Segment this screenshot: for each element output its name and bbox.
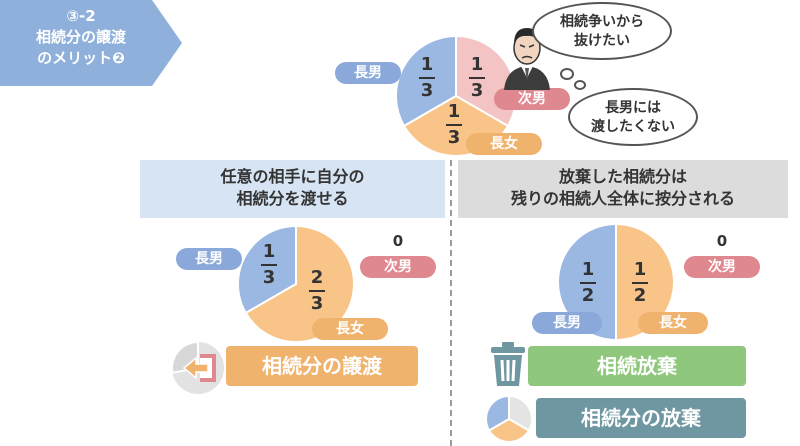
thought-dot: [574, 80, 586, 90]
left-pie-chart: [237, 224, 355, 343]
right-panel-heading: 放棄した相続分は 残りの相続人全体に按分される: [458, 160, 788, 218]
renounce-share-label: 相続分の放棄: [536, 398, 746, 438]
left-label-eldest-daughter: 長女: [312, 318, 388, 340]
left-label-second-son: 次男: [360, 256, 436, 278]
title-line-2: 相続分の譲渡: [35, 28, 126, 46]
title-line-3: のメリット❷: [37, 49, 125, 67]
top-label-second-son: 次男: [494, 88, 570, 110]
left-panel-heading: 任意の相手に自分の 相続分を渡せる: [140, 160, 445, 218]
top-label-eldest-daughter: 長女: [466, 133, 542, 155]
title-banner: [0, 0, 182, 86]
title-line-1: ③-2: [66, 7, 96, 25]
right-second-son-share: 0: [716, 232, 728, 250]
thought-dot: [560, 68, 574, 80]
pie-slice-eldest-son: [395, 34, 457, 128]
transfer-share-label: 相続分の譲渡: [226, 346, 418, 386]
trash-can-icon: [491, 342, 525, 386]
left-label-eldest-son: 長男: [176, 248, 242, 270]
title-text: ③-2 相続分の譲渡 のメリット❷: [6, 6, 156, 69]
right-label-eldest-daughter: 長女: [638, 312, 708, 334]
left-second-son-share: 0: [392, 232, 404, 250]
thought-bubble-1: 相続争いから 抜けたい: [532, 2, 672, 60]
panel-divider: [450, 160, 452, 446]
small-pie-icon: [485, 394, 533, 443]
thought-bubble-2: 長男には 渡したくない: [568, 88, 698, 146]
right-label-second-son: 次男: [684, 256, 760, 278]
top-label-eldest-son: 長男: [335, 62, 401, 84]
renounce-inheritance-label: 相続放棄: [528, 346, 746, 386]
pie-slice-eldest-daughter: [244, 224, 355, 343]
transfer-share-icon: [171, 340, 224, 394]
right-label-eldest-son: 長男: [532, 312, 602, 334]
